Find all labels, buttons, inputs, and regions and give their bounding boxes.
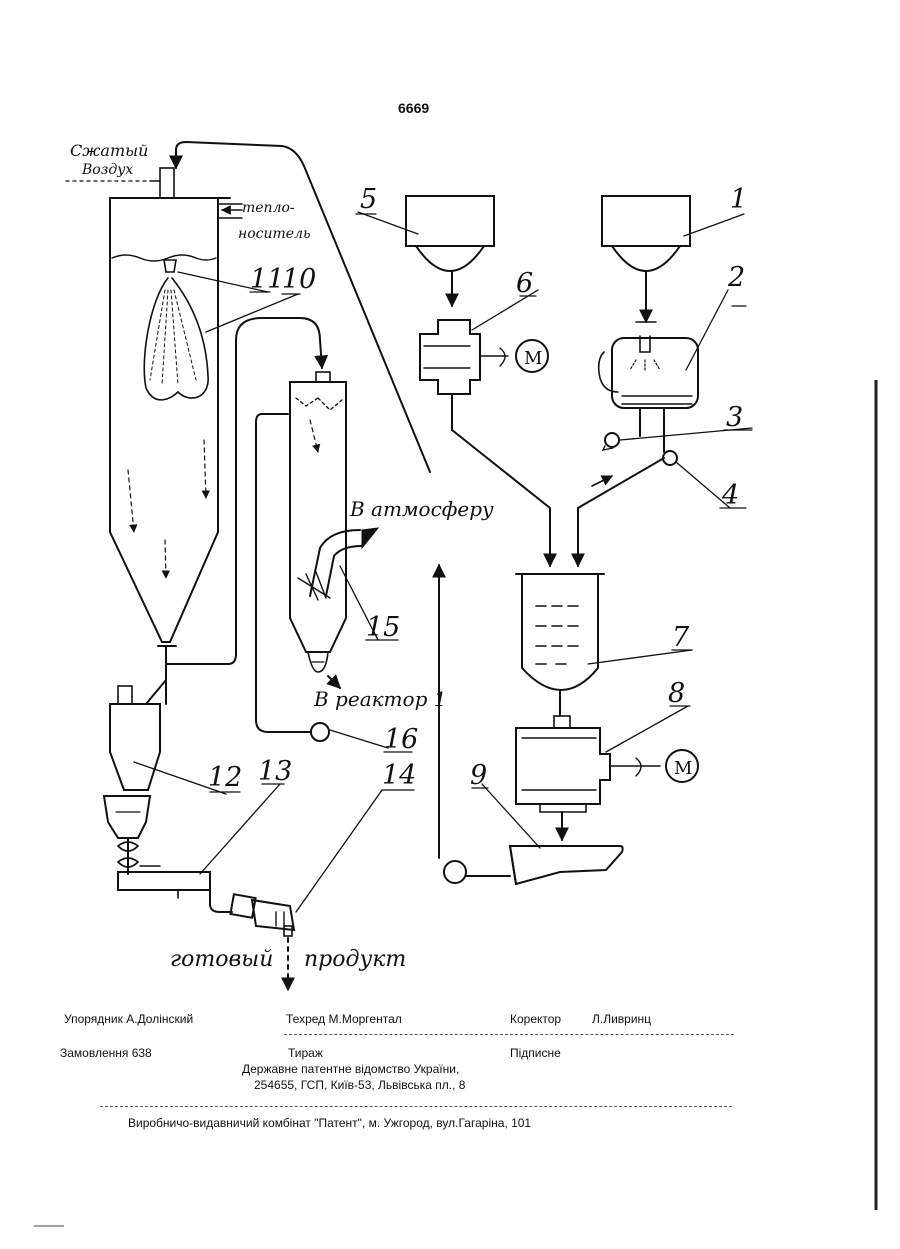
scrubber-15	[290, 372, 378, 688]
footer-subscription: Підписне	[510, 1046, 561, 1060]
number-2: 2	[727, 262, 745, 293]
pump-3	[605, 433, 619, 447]
footer-order: Замовлення 638	[60, 1046, 152, 1060]
motor-label-6: М	[524, 348, 542, 369]
number-5: 5	[360, 184, 377, 215]
mill-14	[210, 890, 294, 936]
label-compressed-air-2: Воздух	[81, 162, 133, 178]
footer-techred: Техред М.Моргентал	[286, 1012, 402, 1026]
label-compressed-air-1: Сжатый	[70, 141, 148, 160]
mixer-6	[420, 320, 548, 430]
number-1: 1	[730, 184, 747, 215]
number-3: 3	[726, 402, 743, 433]
bunker-1	[602, 196, 690, 322]
label-heat-carrier-1: теплo-	[242, 200, 295, 216]
tank-7	[516, 574, 604, 716]
number-16: 16	[384, 724, 418, 755]
number-14: 14	[382, 760, 416, 791]
footer-divider-1	[284, 1034, 734, 1035]
page-number: 6669	[398, 100, 429, 116]
footer-corrector-name: Л.Ливринц	[592, 1012, 651, 1026]
mixer-8	[516, 716, 698, 840]
spray-dryer-10	[110, 168, 242, 672]
label-finished: готовый	[170, 947, 273, 972]
label-heat-carrier-2: носитель	[238, 226, 311, 242]
number-9: 9	[470, 760, 487, 791]
footer-address: 254655, ГСП, Київ-53, Львівська пл., 8	[254, 1078, 465, 1092]
footer-publisher: Виробничо-видавничий комбінат "Патент", …	[128, 1116, 531, 1130]
label-product: продукт	[304, 947, 406, 972]
number-15: 15	[366, 612, 400, 643]
number-4: 4	[721, 480, 739, 511]
footer-office: Державне патентне відомство України,	[242, 1062, 459, 1076]
footer-compiler: Упорядник А.Долінский	[64, 1012, 193, 1026]
cyclone-12	[104, 672, 166, 874]
footer-corrector-label: Коректор	[510, 1012, 561, 1026]
conveyor-13	[118, 866, 210, 898]
settler-9	[510, 846, 623, 884]
pump-4	[663, 451, 677, 465]
number-11: 11	[250, 264, 284, 295]
number-12: 12	[208, 762, 242, 793]
bunker-5	[406, 196, 494, 306]
number-6: 6	[516, 268, 533, 299]
label-to-reactor: В реактор 1	[313, 687, 446, 711]
number-13: 13	[258, 756, 292, 787]
motor-label-8: М	[674, 758, 692, 779]
footer-circulation: Тираж	[288, 1046, 323, 1060]
footer-divider-2	[100, 1106, 732, 1107]
number-8: 8	[668, 678, 685, 709]
number-10: 10	[282, 264, 316, 295]
label-to-atmosphere: В атмосферу	[349, 497, 494, 521]
number-7: 7	[672, 622, 690, 653]
